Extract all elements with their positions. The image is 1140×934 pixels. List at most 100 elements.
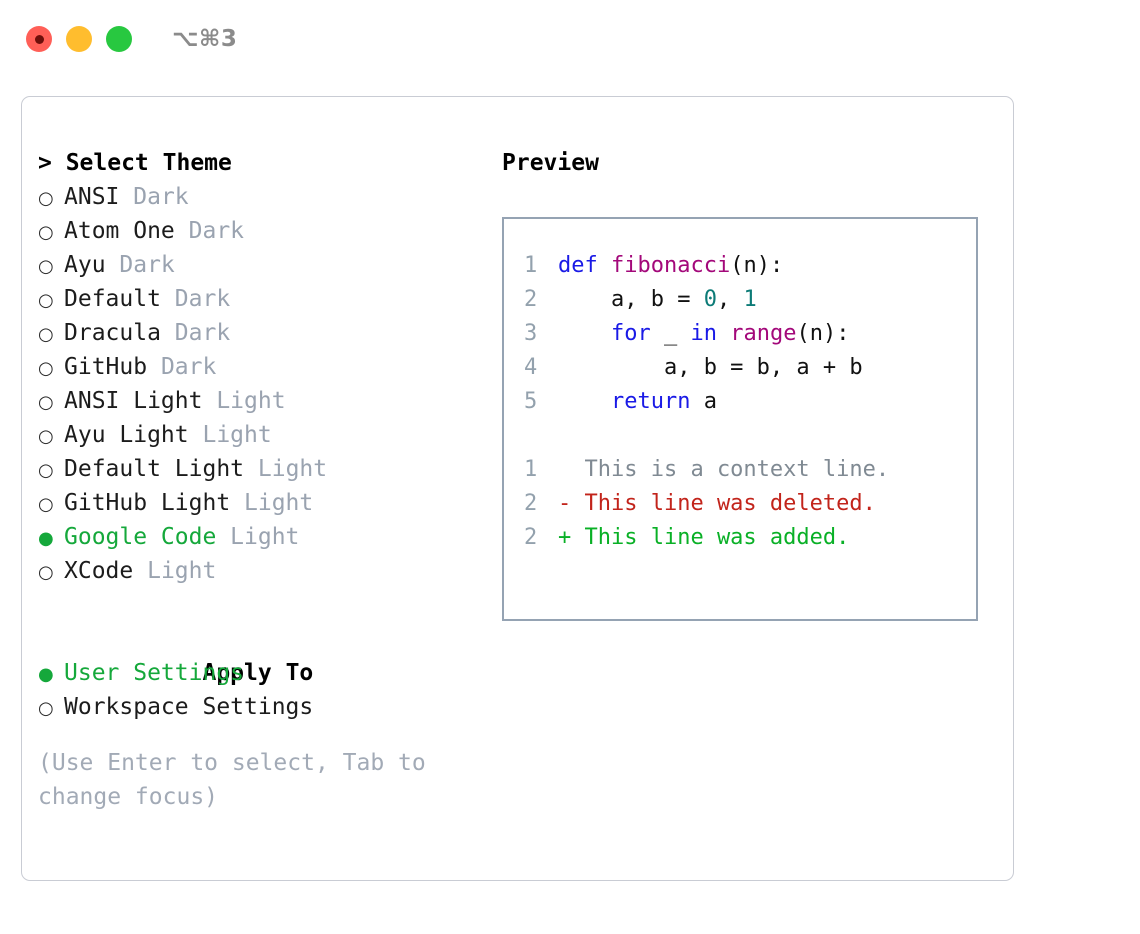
theme-item-tag: Light [216,388,286,414]
theme-item-label: GitHub [64,354,161,380]
theme-picker: > Select Theme ○ANSI Dark○Atom One Dark○… [38,146,498,814]
theme-item-label: Atom One [64,218,189,244]
code-line: 3 for _ in range(n): [524,317,976,351]
theme-item[interactable]: ○ XCode Light [38,554,498,588]
apply-to-item-label: Workspace Settings [64,694,314,720]
radio-unselected-icon: ○ [38,188,54,209]
theme-item[interactable]: ○GitHub Light Light [38,486,498,520]
theme-item-label: Default [64,286,175,312]
radio-unselected-icon: ○ [38,392,54,413]
code-token: 1 [743,287,757,312]
line-number: 5 [524,389,538,414]
theme-item[interactable]: ○Atom One Dark [38,214,498,248]
code-token [717,321,730,346]
diff-text: This is a context line. [558,457,890,482]
line-number: 3 [524,321,538,346]
theme-item[interactable]: ○ ANSI Dark [38,180,498,214]
radio-unselected-icon: ○ [38,324,54,345]
diff-line: 2 + This line was added. [524,521,976,555]
theme-item-tag: Dark [119,252,175,278]
code-diff-gap [524,419,976,453]
line-number: 2 [524,525,538,550]
theme-item[interactable]: ○ Default Dark [38,282,498,316]
line-number: 4 [524,355,538,380]
apply-to-item[interactable]: ●User Settings [38,656,498,690]
theme-item[interactable]: ○Ayu Light Light [38,418,498,452]
line-number: 1 [524,253,538,278]
radio-selected-icon: ● [38,664,54,685]
keyboard-hint: (Use Enter to select, Tab to change focu… [38,750,440,810]
code-line: 5 return a [524,385,976,419]
theme-item-label: XCode [64,558,148,584]
code-token: fibonacci [610,253,731,278]
radio-unselected-icon: ○ [38,460,54,481]
code-token: return [610,389,691,414]
apply-to-list: ●User Settings ○ Workspace Settings [38,656,498,724]
line-number: 2 [524,491,538,516]
theme-item-tag: Light [147,558,217,584]
traffic-lights [26,26,132,52]
radio-unselected-icon: ○ [38,562,54,583]
code-token: in [690,321,717,346]
code-line: 1 def fibonacci(n): [524,249,976,283]
radio-selected-icon: ● [38,528,54,549]
code-line: 4 a, b = b, a + b [524,351,976,385]
theme-item-label: ANSI [64,184,134,210]
code-token: for [610,321,651,346]
theme-item[interactable]: ● Google Code Light [38,520,498,554]
maximize-button[interactable] [106,26,132,52]
theme-item-tag: Light [202,422,272,448]
diff-line: 1 This is a context line. [524,453,976,487]
code-token: , [716,287,744,312]
theme-list: ○ANSI Dark○Atom One Dark○Ayu Dark○Defaul… [38,180,498,588]
radio-unselected-icon: ○ [38,290,54,311]
preview-title: Preview [502,150,599,176]
code-token: (n): [730,253,784,278]
apply-to-header-label: Apply To [202,660,314,686]
title-bar: ⌥⌘3 [0,0,1140,78]
theme-item[interactable]: ○ANSI Light Light [38,384,498,418]
apply-to-header: Apply To [38,622,498,686]
radio-unselected-icon: ○ [38,698,54,719]
code-token: a, b = [558,287,704,312]
theme-item-tag: Dark [160,354,217,380]
diff-text: + This line was added. [558,525,850,550]
radio-unselected-icon: ○ [38,426,54,447]
code-token: _ [650,321,691,346]
diff-line: 2 - This line was deleted. [524,487,976,521]
code-token: 0 [703,287,717,312]
theme-item-tag: Dark [174,320,231,346]
theme-item[interactable]: ○ Default Light Light [38,452,498,486]
theme-item-label: Google Code [64,524,231,550]
theme-item-label: Default Light [64,456,258,482]
apply-to-item[interactable]: ○ Workspace Settings [38,690,498,724]
theme-item[interactable]: ○Ayu Dark [38,248,498,282]
close-button[interactable] [26,26,52,52]
theme-item-tag: Light [230,524,300,550]
diff-text: - This line was deleted. [558,491,876,516]
theme-item-tag: Light [244,490,314,516]
theme-item-tag: Light [257,456,328,482]
radio-unselected-icon: ○ [38,222,54,243]
theme-item-label: GitHub Light [64,490,245,516]
theme-item-tag: Dark [174,286,231,312]
code-line: 2 a, b = 0, 1 [524,283,976,317]
theme-item[interactable]: ○ Dracula Dark [38,316,498,350]
code-token: def [558,253,611,278]
code-token: a [690,389,717,414]
code-token [558,389,611,414]
main-panel: > Select Theme ○ANSI Dark○Atom One Dark○… [21,96,1014,881]
minimize-button[interactable] [66,26,92,52]
code-token: (n): [796,321,850,346]
section-gap [38,588,498,622]
theme-item-label: Dracula [64,320,175,346]
code-token: a, b = b, a + b [558,355,863,380]
theme-item-tag: Dark [133,184,189,210]
keyboard-shortcut-label: ⌥⌘3 [172,26,238,52]
theme-item[interactable]: ○GitHub Dark [38,350,498,384]
line-number: 2 [524,287,538,312]
